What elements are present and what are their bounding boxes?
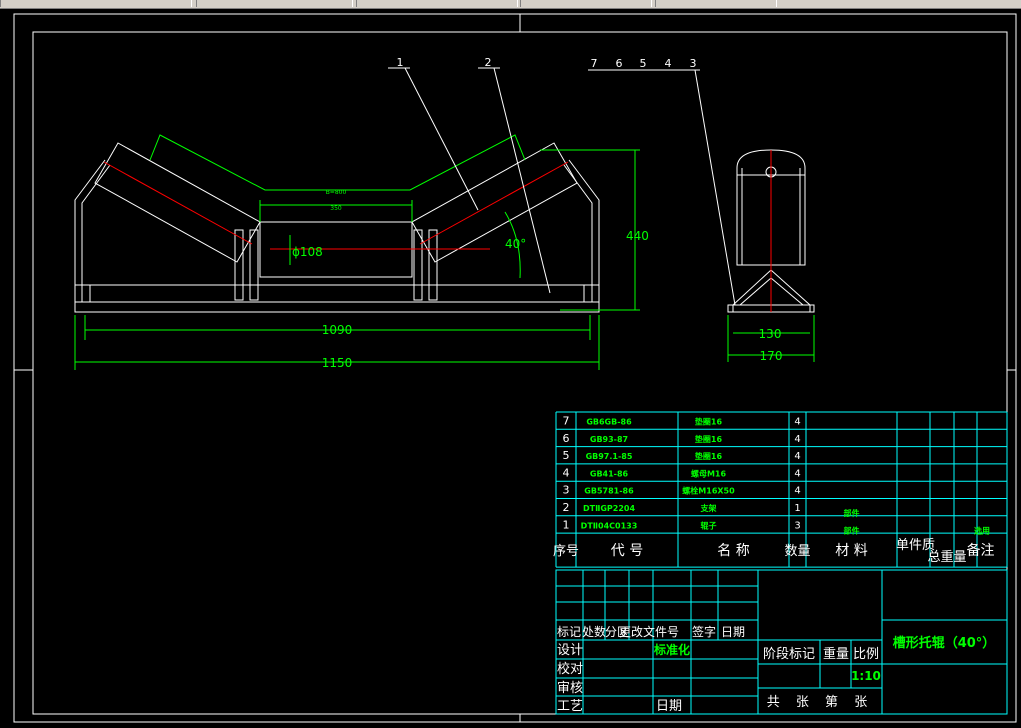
side-label-7: 7 — [591, 57, 598, 70]
bom-row-code: DTⅡ04C0133 — [581, 521, 638, 530]
bom-row-code: GB97.1-85 — [586, 452, 633, 461]
side-dimension-lines — [727, 315, 815, 362]
title-block-grid — [555, 569, 1008, 715]
toolbar-segment[interactable] — [196, 0, 353, 7]
bom-header-no: 序号 — [553, 544, 579, 559]
role-design: 设计 — [557, 643, 583, 658]
bom-row-qty: 3 — [794, 520, 800, 531]
bom-header-code: 代 号 — [611, 543, 643, 559]
bom-header-name: 名 称 — [717, 543, 749, 559]
dim-belt-width: B=800 — [326, 189, 347, 196]
bom-header-unit-mass: 单件质 — [896, 538, 935, 553]
part-label-1: 1 — [397, 56, 404, 69]
front-view: 1 2 B=800 350 ϕ108 40° 440 1090 1150 — [74, 56, 649, 370]
toolbar-segment[interactable] — [0, 0, 192, 7]
base-frame — [74, 159, 600, 313]
right-wing-roller — [411, 142, 578, 263]
toolbar-segment[interactable] — [655, 0, 777, 7]
role-process: 工艺 — [557, 699, 583, 714]
standardization-label: 标准化 — [653, 642, 690, 657]
dim-1150: 1150 — [322, 356, 353, 370]
bom-row-material: 部件 — [844, 508, 860, 518]
revision-header-label: 日期 — [721, 625, 745, 639]
dim-1090: 1090 — [322, 323, 353, 337]
bom-header-qty: 数量 — [784, 544, 810, 559]
dim-diameter: ϕ108 — [292, 245, 323, 259]
bom-row-no: 4 — [563, 466, 570, 479]
cad-drawing-canvas[interactable]: 1 2 B=800 350 ϕ108 40° 440 1090 1150 — [0, 8, 1021, 728]
side-label-4: 4 — [665, 57, 672, 70]
bom-row-qty: 4 — [794, 434, 800, 445]
bom-row-name: 螺栓M16X50 — [682, 486, 735, 496]
role-check: 校对 — [557, 661, 583, 677]
bom-row-name: 螺母M16 — [691, 468, 727, 478]
stage-mark-label: 阶段标记 — [763, 647, 815, 662]
bom-row-qty: 4 — [794, 468, 800, 479]
revision-header-label: 处数 — [582, 624, 606, 639]
toolbar-segment[interactable] — [356, 0, 518, 7]
scale-label: 比例 — [853, 647, 879, 662]
bom-row-no: 1 — [563, 518, 570, 531]
date-label: 日期 — [656, 699, 682, 714]
bill-of-materials-table: 7 GB6GB-86 垫圈16 4 6 GB93-87 垫圈16 4 5 GB97.1-85 垫圈1… — [553, 411, 1008, 568]
bom-row-name: 垫圈16 — [695, 434, 723, 444]
bom-row-name: 垫圈16 — [695, 417, 723, 427]
dimension-lines — [74, 134, 640, 370]
role-review: 审核 — [557, 681, 583, 696]
drawing-title: 槽形托辊（40°） — [893, 635, 996, 651]
bom-header-total-mass: 总重量 — [927, 549, 966, 565]
revision-headers: 标记处数分区更改文件号签字日期 — [557, 624, 745, 639]
bom-row-code: DTⅡGP2204 — [583, 504, 635, 513]
scale-value: 1:10 — [851, 669, 881, 683]
revision-header-label: 更改文件号 — [619, 624, 679, 639]
bom-row-no: 2 — [563, 501, 570, 514]
dim-angle: 40° — [505, 237, 526, 251]
side-label-3: 3 — [690, 57, 697, 70]
roller-centerlines — [103, 161, 569, 250]
bom-row-code: GB5781-86 — [584, 487, 634, 496]
revision-header-label: 标记 — [557, 625, 581, 639]
drawing-frame — [13, 13, 1017, 723]
bom-header-material: 材 料 — [835, 543, 867, 559]
bom-row-no: 6 — [563, 432, 570, 445]
bom-row-qty: 1 — [794, 503, 800, 514]
application-toolbar-strip — [0, 0, 1021, 9]
bom-row-qty: 4 — [794, 486, 800, 497]
dim-170: 170 — [760, 349, 783, 363]
part-label-2: 2 — [485, 56, 492, 69]
bom-row-code: GB41-86 — [590, 469, 629, 478]
left-wing-roller — [94, 142, 261, 263]
bom-row-no: 7 — [563, 415, 570, 428]
side-label-6: 6 — [616, 57, 623, 70]
weight-label: 重量 — [823, 646, 849, 662]
bom-row-name: 辊子 — [701, 520, 717, 530]
bom-row-no: 5 — [563, 449, 570, 462]
title-block: 标记处数分区更改文件号签字日期 设计 校对 审核 工艺 标准化 日期 阶段标记 … — [555, 569, 1008, 715]
bom-row-note: 选用 — [974, 525, 990, 535]
bom-row-qty: 4 — [794, 451, 800, 462]
revision-header-label: 签字 — [692, 624, 716, 639]
sheet-count: 共 张 第 张 — [767, 695, 873, 710]
leader-lines — [388, 67, 551, 294]
bom-row-code: GB93-87 — [590, 435, 628, 444]
bom-header-note: 备注 — [967, 542, 995, 559]
toolbar-segment[interactable] — [520, 0, 652, 7]
dim-height-440: 440 — [626, 229, 649, 243]
side-view: 7 6 5 4 3 130 170 — [588, 57, 815, 363]
side-label-5: 5 — [640, 57, 647, 70]
bom-row-material: 部件 — [844, 525, 860, 535]
bom-row-qty: 4 — [794, 417, 800, 428]
bom-row-no: 3 — [563, 484, 570, 497]
revision-header-label: 分区 — [605, 625, 629, 639]
dim-350: 350 — [330, 205, 342, 212]
bom-row-name: 支架 — [700, 503, 717, 513]
bom-row-code: GB6GB-86 — [586, 418, 632, 427]
bom-row-name: 垫圈16 — [695, 451, 723, 461]
side-leader-lines — [588, 69, 736, 306]
dim-130: 130 — [759, 327, 782, 341]
centering-marks — [14, 14, 1016, 722]
